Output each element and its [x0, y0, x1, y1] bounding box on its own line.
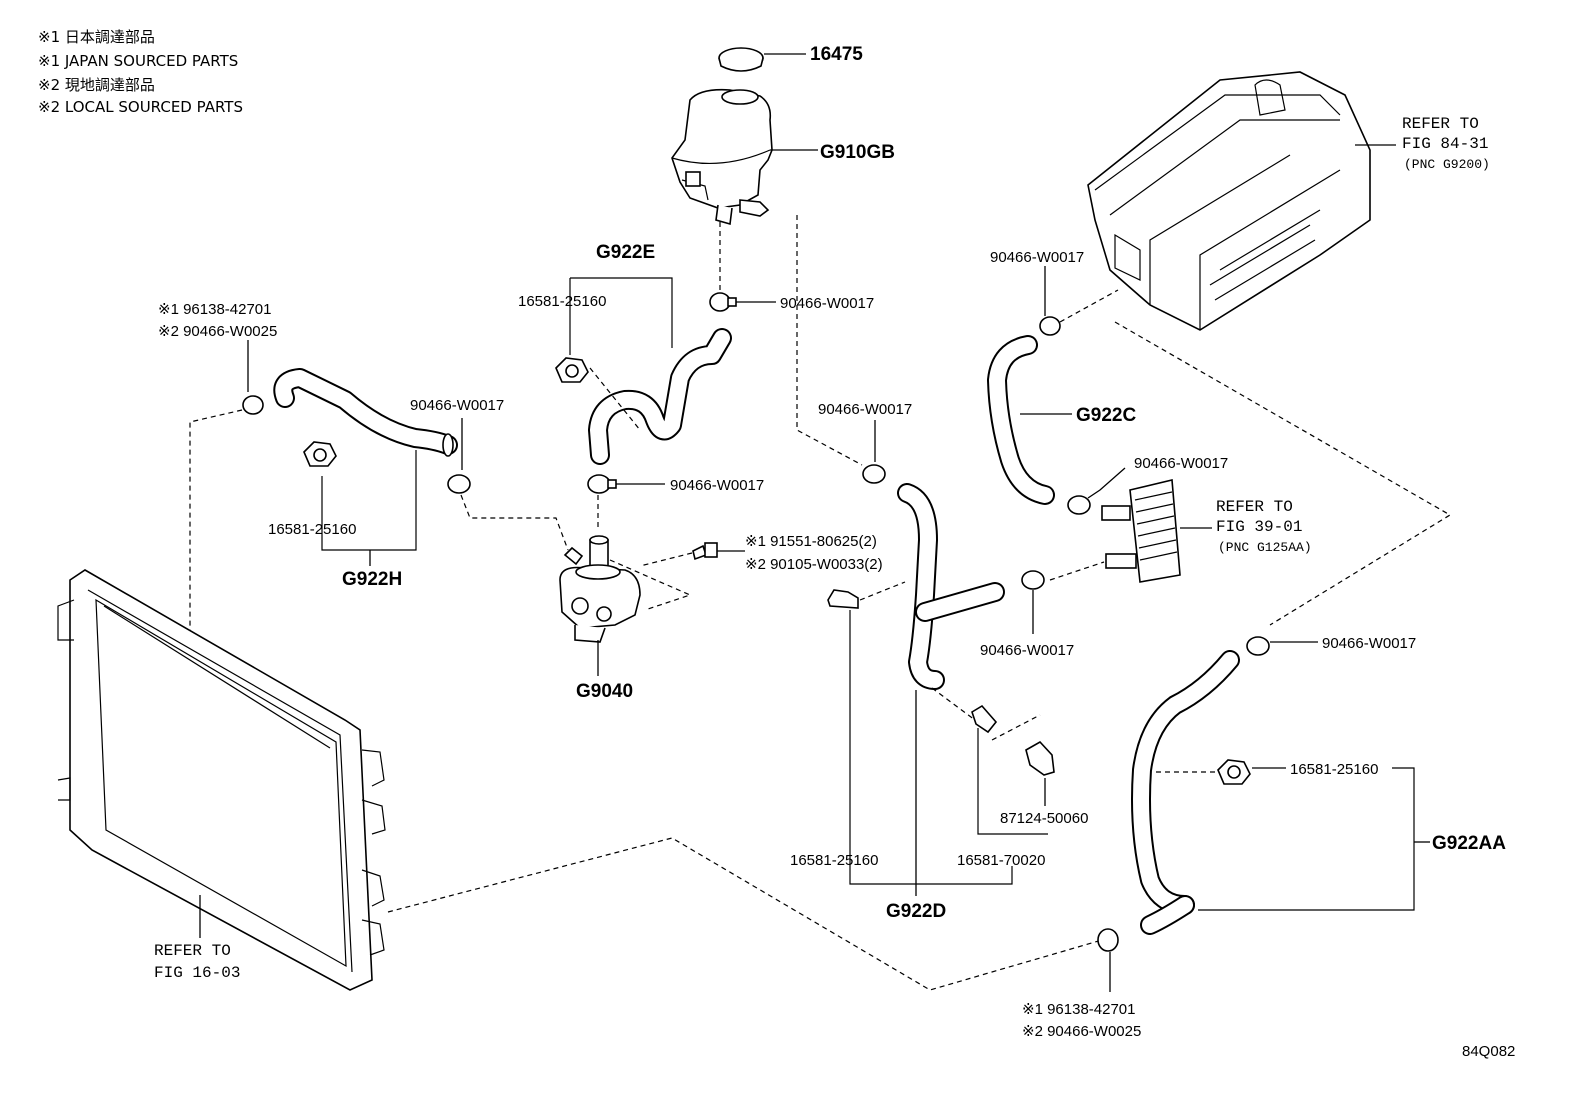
hose-g922h-drawing — [273, 368, 458, 566]
bolt-label-2: ※2 90105-W0033(2) — [745, 556, 883, 573]
clip-label-k6: 87124-50060 — [1000, 810, 1088, 827]
bolt-drawing — [639, 542, 745, 567]
legend-line-4: ※2 LOCAL SOURCED PARTS — [38, 98, 243, 116]
water-pump-drawing — [559, 535, 692, 676]
clamp-label-c6: 90466-W0017 — [1134, 455, 1228, 472]
legend-line-2: ※1 JAPAN SOURCED PARTS — [38, 52, 238, 70]
part-label-hose-aa: G922AA — [1432, 833, 1506, 854]
ref-cooler-line3: (PNC G125AA) — [1218, 540, 1312, 555]
clip-label-k1: 16581-25160 — [518, 293, 606, 310]
clip-k3-drawing — [827, 581, 906, 609]
hose-g922e-drawing — [569, 277, 732, 465]
part-label-cap: 16475 — [810, 44, 863, 65]
radiator-drawing — [57, 569, 1103, 991]
figure-id: 84Q082 — [1462, 1043, 1515, 1060]
clamp-bottom-line1: ※1 96138-42701 — [1022, 1001, 1136, 1018]
reservoir-cap-drawing — [718, 47, 806, 72]
clamp-c4-drawing — [862, 420, 886, 484]
clamp-label-c1: 90466-W0017 — [780, 295, 874, 312]
part-label-hose-h: G922H — [342, 569, 402, 590]
reservoir-tank-drawing — [671, 88, 818, 226]
legend-line-1: ※1 日本調達部品 — [38, 28, 155, 46]
clamp-topleft-line1: ※1 96138-42701 — [158, 301, 272, 318]
legend-line-3: ※2 現地調達部品 — [38, 76, 155, 94]
part-label-hose-d: G922D — [886, 901, 946, 922]
part-label-pump: G9040 — [576, 681, 633, 702]
ref-radiator-line2: FIG 16-03 — [154, 964, 240, 982]
legend: ※1 日本調達部品 ※1 JAPAN SOURCED PARTS ※2 現地調達… — [38, 28, 243, 116]
clip-label-k2: 16581-25160 — [268, 521, 356, 538]
hose-g922c-drawing — [987, 335, 1072, 505]
clamp-c6-drawing — [1067, 467, 1126, 515]
ref-inverter-line2: FIG 84-31 — [1402, 135, 1488, 153]
ref-cooler-line1: REFER TO — [1216, 498, 1293, 516]
bolt-label-1: ※1 91551-80625(2) — [745, 533, 877, 550]
part-label-reservoir: G910GB — [820, 142, 895, 163]
clip-k2-drawing — [303, 441, 337, 467]
clip-label-k5: 16581-70020 — [957, 852, 1045, 869]
clip-k1-drawing — [555, 357, 641, 431]
clamp-c1-drawing — [709, 222, 776, 312]
clamp-label-c3: 90466-W0017 — [410, 397, 504, 414]
ref-inverter-line1: REFER TO — [1402, 115, 1479, 133]
clamp-bottom-line2: ※2 90466-W0025 — [1022, 1023, 1141, 1040]
clamp-c5-drawing — [1039, 266, 1452, 626]
clamp-c7-drawing — [1021, 570, 1045, 634]
clamp-label-c8: 90466-W0017 — [1322, 635, 1416, 652]
ref-radiator-line1: REFER TO — [154, 942, 231, 960]
clamp-c3-drawing — [447, 418, 569, 551]
clamp-label-c5: 90466-W0017 — [990, 249, 1084, 266]
ref-cooler-line2: FIG 39-01 — [1216, 518, 1302, 536]
clip-k5-drawing — [971, 704, 1048, 835]
clamp-label-c7: 90466-W0017 — [980, 642, 1074, 659]
oil-cooler-drawing — [1049, 479, 1212, 583]
clamp-label-c2: 90466-W0017 — [670, 477, 764, 494]
clamp-bottom-drawing — [1097, 928, 1119, 992]
clamp-topleft-line2: ※2 90466-W0025 — [158, 323, 277, 340]
clip-k4-drawing — [1152, 759, 1286, 785]
clip-k6-drawing — [1025, 740, 1055, 806]
hose-g922aa-drawing — [1131, 650, 1430, 935]
clamp-c2-drawing — [587, 474, 665, 530]
clip-label-k4: 16581-25160 — [1290, 761, 1378, 778]
clamp-c8-drawing — [1246, 636, 1318, 656]
hose-g922d-drawing — [796, 215, 1013, 896]
clamp-topleft-drawing — [123, 340, 264, 813]
part-label-hose-e: G922E — [596, 242, 655, 263]
clamp-label-c4: 90466-W0017 — [818, 401, 912, 418]
clip-label-k3: 16581-25160 — [790, 852, 878, 869]
inverter-drawing — [1087, 71, 1396, 331]
ref-inverter-line3: (PNC G9200) — [1404, 157, 1490, 172]
part-label-hose-c: G922C — [1076, 405, 1136, 426]
